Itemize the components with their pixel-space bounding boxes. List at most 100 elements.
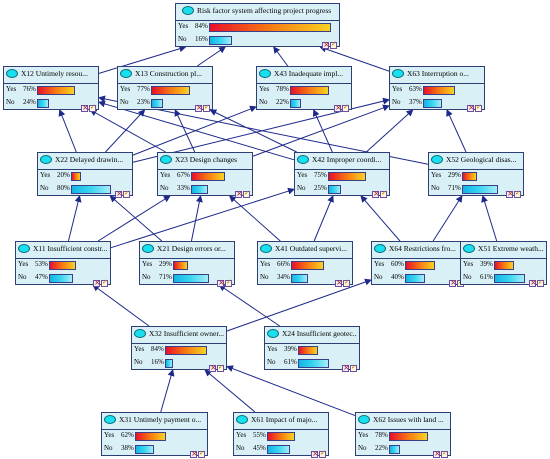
edge-x42-to-x63 (365, 109, 414, 153)
clear-evidence-icon[interactable] (342, 363, 350, 372)
clear-evidence-icon[interactable] (235, 189, 243, 198)
node-title: X12 Untimely resou... (6, 68, 96, 83)
yes-percent: 63% (409, 85, 422, 93)
clear-evidence-icon[interactable] (190, 449, 198, 458)
node-state-icon (267, 328, 279, 338)
node-title: X52 Geological disas... (431, 154, 521, 169)
node-title-text: X11 Insufficient constr... (33, 243, 108, 253)
confirm-check-icon[interactable] (217, 363, 224, 372)
no-percent: 16% (151, 358, 164, 366)
edge-x41-to-x23 (228, 195, 281, 242)
confirm-check-icon[interactable] (89, 103, 96, 112)
node-top[interactable]: Risk factor system affecting project pro… (175, 3, 340, 49)
clear-evidence-icon[interactable] (334, 103, 342, 112)
yes-bar (267, 432, 295, 441)
node-title-text: X63 Interruption o... (407, 68, 469, 78)
yes-label: Yes (259, 85, 270, 93)
node-state-icon (6, 68, 18, 78)
clear-evidence-icon[interactable] (372, 189, 380, 198)
confirm-check-icon[interactable] (343, 278, 350, 287)
yes-percent: 29% (448, 171, 461, 179)
confirm-check-icon[interactable] (475, 103, 482, 112)
clear-evidence-icon[interactable] (506, 189, 514, 198)
node-divider (461, 258, 546, 259)
edge-x12-to-top (98, 45, 187, 74)
confirm-check-icon[interactable] (350, 363, 357, 372)
node-state-icon (18, 243, 30, 253)
clear-evidence-icon[interactable] (433, 449, 441, 458)
node-title: X51 Extreme weath... (463, 243, 544, 258)
edge-x22-to-x12 (58, 109, 77, 153)
confirm-check-icon[interactable] (101, 278, 108, 287)
confirm-check-icon[interactable] (225, 278, 232, 287)
edge-x52-to-x63 (446, 109, 467, 153)
confirm-check-icon[interactable] (319, 449, 326, 458)
clear-evidence-icon[interactable] (449, 278, 457, 287)
node-controls (334, 274, 350, 287)
confirm-check-icon[interactable] (342, 103, 349, 112)
confirm-check-icon[interactable] (514, 189, 521, 198)
node-title-text: X22 Delayed drawin... (55, 154, 124, 164)
node-state-icon (236, 414, 248, 424)
clear-evidence-icon[interactable] (81, 103, 89, 112)
clear-evidence-icon[interactable] (311, 449, 319, 458)
node-title: X31 Untimely payment o... (104, 414, 205, 429)
confirm-check-icon[interactable] (203, 103, 210, 112)
yes-label: Yes (297, 171, 308, 179)
node-state-icon (40, 154, 52, 164)
clear-evidence-icon[interactable] (93, 278, 101, 287)
confirm-check-icon[interactable] (380, 189, 387, 198)
node-title: Risk factor system affecting project pro… (178, 5, 337, 20)
clear-evidence-icon[interactable] (217, 278, 225, 287)
confirm-check-icon[interactable] (198, 449, 205, 458)
no-percent: 22% (375, 444, 388, 452)
clear-evidence-icon[interactable] (529, 278, 537, 287)
confirm-check-icon[interactable] (330, 40, 337, 49)
confirm-check-icon[interactable] (243, 189, 250, 198)
node-title-text: X24 Insufficient geotec... (282, 328, 357, 338)
no-label: No (431, 184, 440, 192)
node-divider (102, 429, 207, 430)
clear-evidence-icon[interactable] (209, 363, 217, 372)
clear-evidence-icon[interactable] (115, 189, 123, 198)
node-divider (390, 83, 484, 84)
confirm-check-icon[interactable] (537, 278, 544, 287)
clear-evidence-icon[interactable] (322, 40, 330, 49)
node-divider (372, 258, 466, 259)
clear-evidence-icon[interactable] (335, 278, 343, 287)
clear-evidence-icon[interactable] (195, 103, 203, 112)
no-percent: 61% (480, 273, 493, 281)
node-controls (321, 36, 337, 49)
yes-percent: 53% (35, 260, 48, 268)
node-controls (216, 274, 232, 287)
confirm-check-icon[interactable] (123, 189, 130, 198)
confirm-check-icon[interactable] (441, 449, 448, 458)
no-label: No (104, 444, 113, 452)
clear-evidence-icon[interactable] (467, 103, 475, 112)
